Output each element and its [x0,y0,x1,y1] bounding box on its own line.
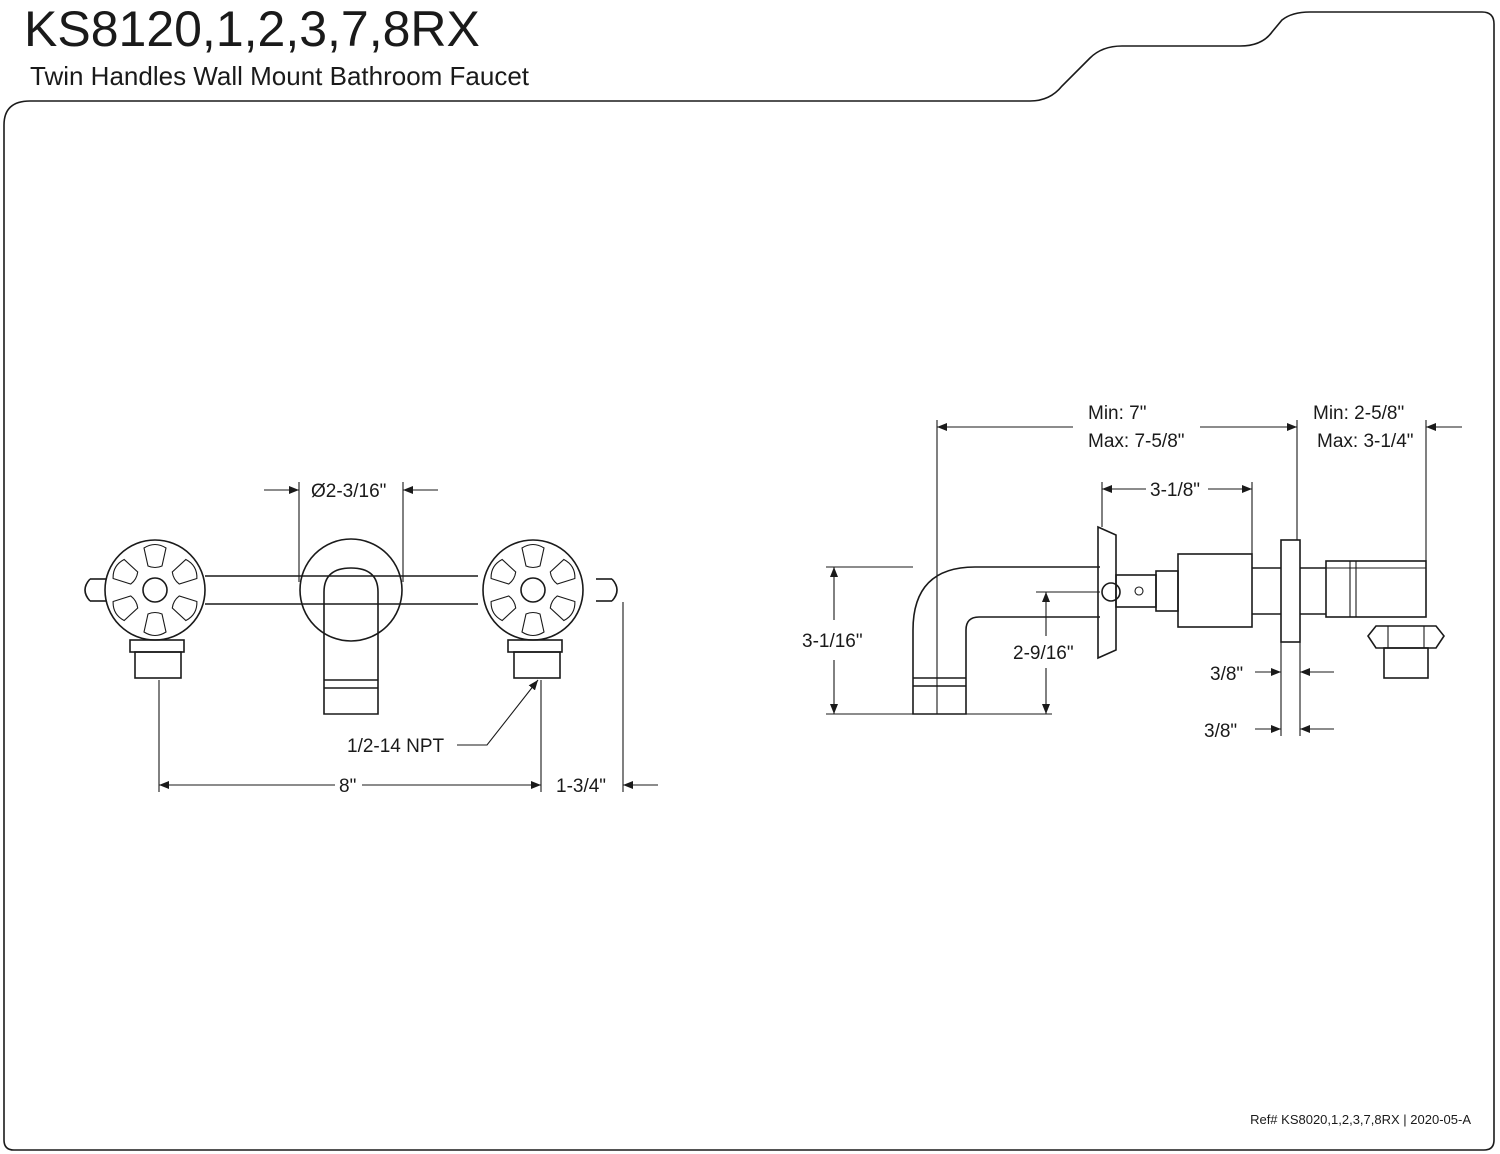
flange-thickness-bottom: 3/8" [1204,721,1237,742]
side-view-drawing: Min: 7" Max: 7-5/8" Min: 2-5/8" Max: 3-1… [802,403,1462,742]
reference-number: Ref# KS8020,1,2,3,7,8RX | 2020-05-A [1250,1112,1471,1127]
handle-depth-dimension: 3-1/8" [1150,480,1200,501]
right-wheel-handle [482,539,584,679]
center-spacing-dimension: 8" [339,776,356,797]
model-title: KS8120,1,2,3,7,8RX [24,1,480,57]
handle-offset-dimension: 1-3/4" [556,776,606,797]
wall-thickness-max: Max: 3-1/4" [1317,431,1414,452]
spout-reach-max: Max: 7-5/8" [1088,431,1185,452]
side-spout [912,566,1100,715]
diameter-dimension: Ø2-3/16" [311,481,386,502]
product-description: Twin Handles Wall Mount Bathroom Faucet [30,61,530,91]
left-wheel-handle [104,539,206,679]
spout-reach-min: Min: 7" [1088,403,1146,424]
front-spout [299,538,403,715]
outlet-height-dimension: 2-9/16" [1013,643,1074,664]
front-view-drawing: Ø2-3/16" 1/2-14 NPT 8" 1-3/4" [84,481,658,797]
wall-thickness-min: Min: 2-5/8" [1313,403,1404,424]
spout-height-dimension: 3-1/16" [802,631,863,652]
sheet-frame [3,11,1495,1151]
thread-size-label: 1/2-14 NPT [347,736,445,757]
flange-thickness-top: 3/8" [1210,664,1243,685]
